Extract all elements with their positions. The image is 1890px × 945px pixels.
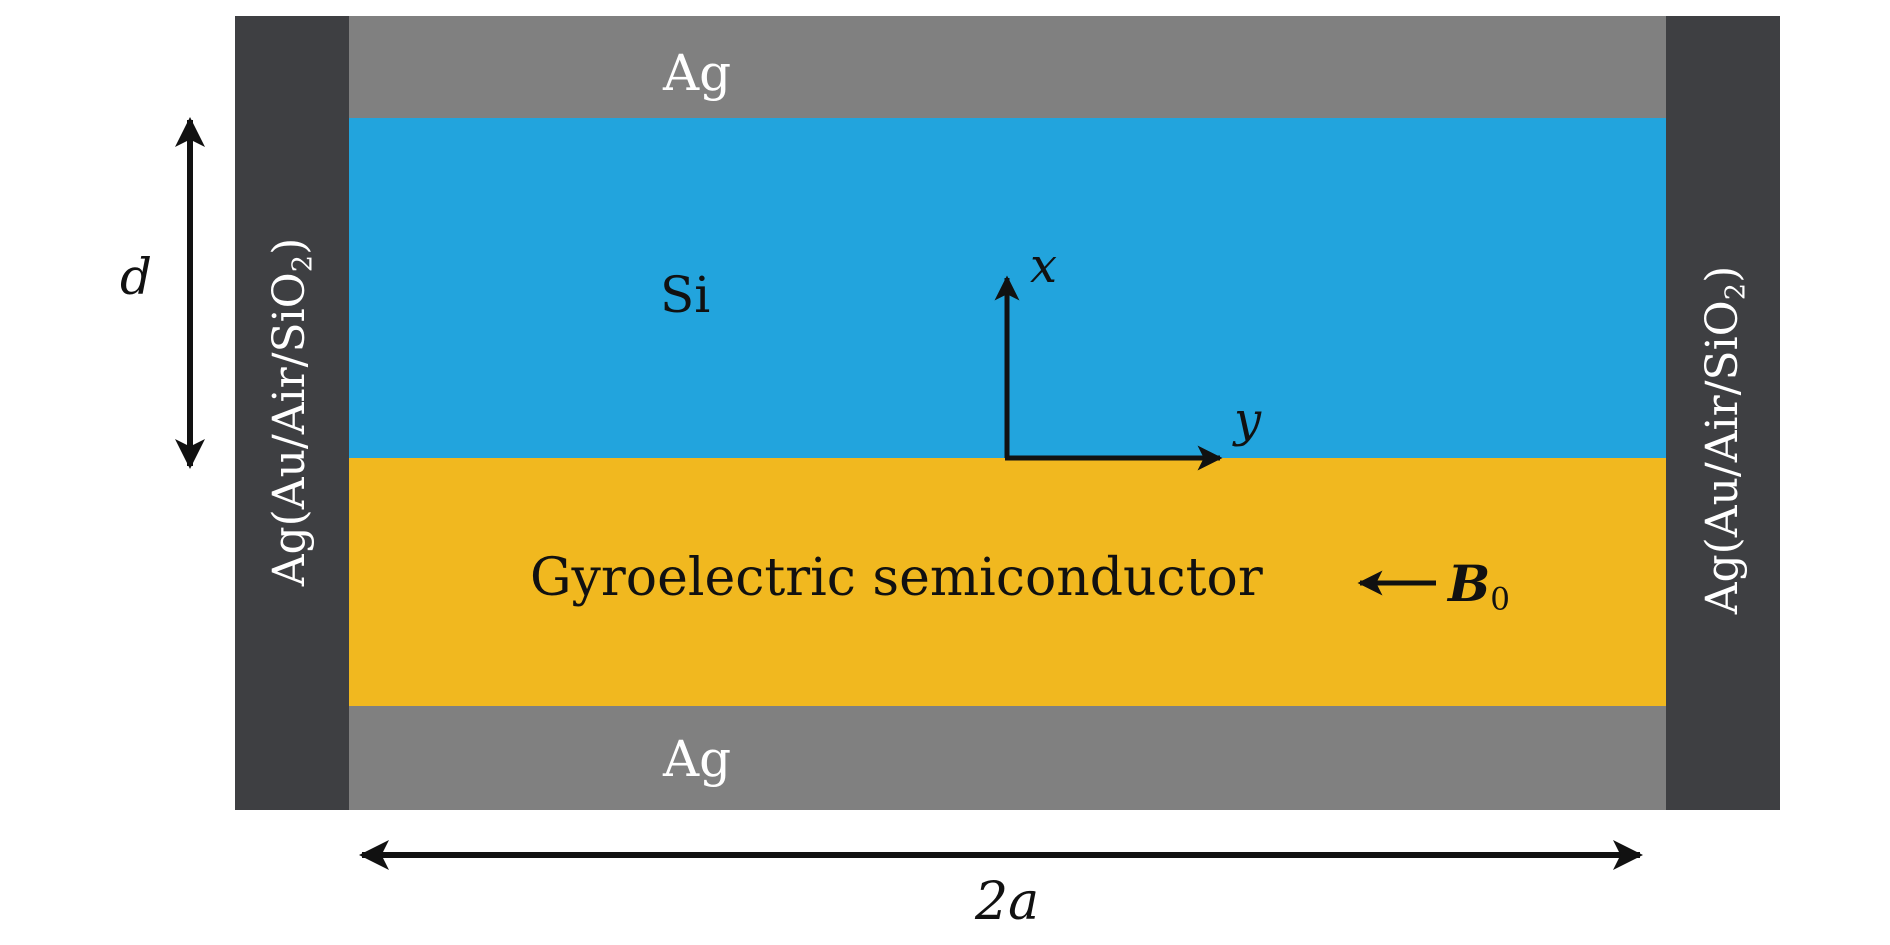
bottom-ag-layer — [349, 706, 1666, 810]
gyroelectric-layer — [349, 458, 1666, 706]
field-label: B0 — [1448, 554, 1510, 618]
top-ag-layer — [349, 16, 1666, 118]
field-symbol: B — [1448, 554, 1491, 613]
x-axis-label: x — [1030, 238, 1058, 294]
y-axis-label: y — [1234, 392, 1262, 448]
si-label: Si — [660, 266, 711, 324]
bottom-ag-label: Ag — [663, 730, 732, 788]
top-ag-label: Ag — [663, 44, 732, 102]
left-side-wall — [235, 16, 349, 810]
gyroelectric-label: Gyroelectric semiconductor — [530, 548, 1263, 608]
field-subscript: 0 — [1490, 581, 1510, 618]
thickness-label: d — [120, 248, 153, 306]
right-side-wall — [1666, 16, 1780, 810]
width-label: 2a — [975, 872, 1040, 932]
